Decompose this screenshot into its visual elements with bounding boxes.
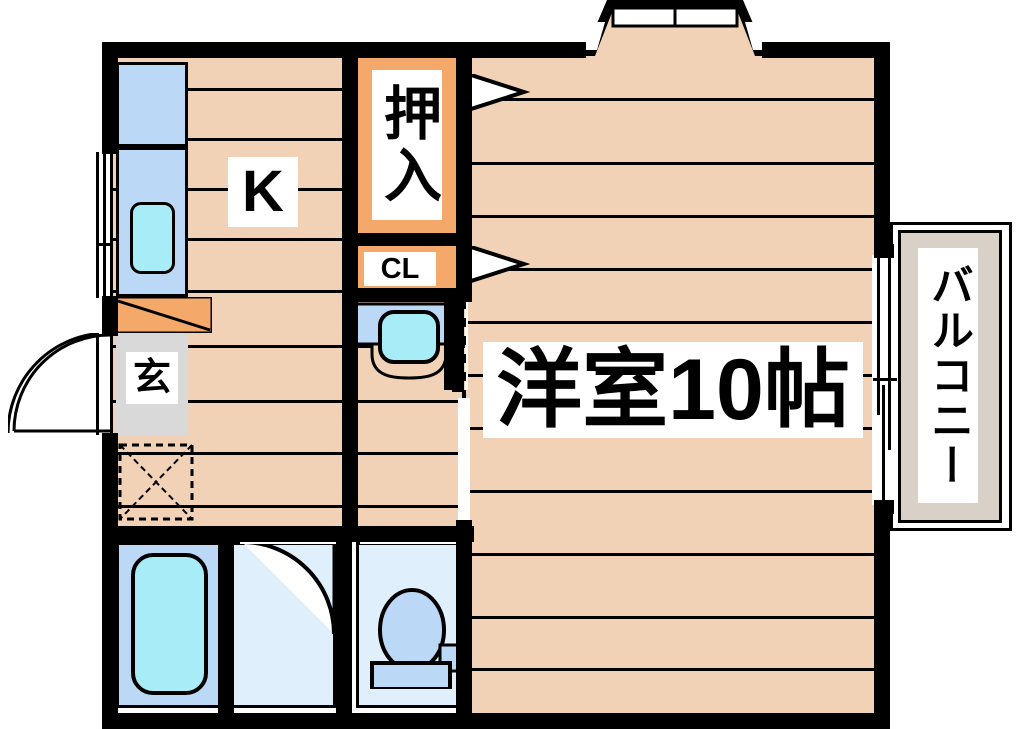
wall-top-right <box>762 42 890 58</box>
entrance-door-leaf <box>12 333 111 433</box>
floor-line <box>110 290 355 293</box>
floor-line <box>468 616 882 619</box>
shoe-cabinet <box>118 443 194 521</box>
balcony-label: バルコニー <box>918 248 978 503</box>
hall-floor <box>355 390 470 530</box>
closet-cl-label-text: CL <box>380 252 420 285</box>
kitchen-label: K <box>228 157 298 227</box>
hall-door-opening <box>458 398 470 530</box>
wall-bath-washroom <box>218 526 234 729</box>
wall-toilet-left <box>342 300 358 390</box>
closet-cl-label: CL <box>364 252 436 286</box>
balcony-door-panel-line-1 <box>877 255 880 415</box>
kitchen-sink <box>130 202 175 274</box>
kitchen-window-center-tick <box>97 243 113 246</box>
main-room-label-text: 洋室10帖 <box>496 342 850 438</box>
wall-hall-bath <box>102 526 474 542</box>
floor-line <box>468 553 882 556</box>
entrance-label-text: 玄 <box>132 357 171 399</box>
wall-vanity-right <box>456 526 472 729</box>
wall-balcony-stub-bottom <box>874 500 894 514</box>
kitchen-counter-upper <box>116 62 188 147</box>
wall-closet-toilet <box>342 288 472 302</box>
washroom-door[interactable] <box>240 540 336 634</box>
wall-closet-mainroom <box>456 42 472 292</box>
floor-line <box>468 162 882 165</box>
agarikamachi-step <box>116 297 212 333</box>
wall-left-c <box>102 433 118 729</box>
entrance-label: 玄 <box>126 352 178 404</box>
floor-line <box>110 138 355 141</box>
floor-line <box>355 452 470 455</box>
wall-washroom-vanity <box>336 526 352 729</box>
wall-stub-toilet-right <box>444 292 458 390</box>
wall-right-a <box>874 42 890 258</box>
bathtub <box>131 553 208 695</box>
closet-divider-wall <box>356 233 460 246</box>
sliding-door-marker-mid <box>468 246 530 284</box>
floor-line <box>110 452 355 455</box>
floor-line <box>110 345 355 348</box>
balcony-door-panel-line-3 <box>882 385 885 505</box>
floor-line <box>468 668 882 671</box>
floor-line <box>355 400 470 403</box>
kitchen-window-mullion <box>103 152 106 298</box>
floor-line <box>110 505 355 508</box>
closet-oshiire-label: 押入 <box>372 70 442 220</box>
floor-line <box>110 88 355 91</box>
wall-left-b <box>102 296 118 336</box>
wall-balcony-stub-top <box>874 244 894 258</box>
sliding-door-marker-top <box>468 74 530 112</box>
floor-line <box>468 321 882 324</box>
wall-kitchen-closet <box>342 42 358 292</box>
balcony-door-panel-line-2 <box>888 255 891 450</box>
kitchen-label-text: K <box>242 159 284 224</box>
entrance-door-opening <box>96 333 113 435</box>
bay-window <box>579 0 771 56</box>
wall-hall-left-lower <box>342 390 358 530</box>
floor-line <box>468 268 882 271</box>
wall-bottom <box>102 713 890 729</box>
floor-line <box>355 505 470 508</box>
floor-line <box>110 238 355 241</box>
floor-line <box>468 215 882 218</box>
floor-line <box>468 98 882 101</box>
main-room-label: 洋室10帖 <box>483 342 863 438</box>
wall-left-a <box>102 42 118 154</box>
entrance-door-jamb-left <box>96 333 99 435</box>
floor-line <box>468 490 882 493</box>
wall-right-b <box>874 500 890 729</box>
closet-oshiire-label-text: 押入 <box>375 83 440 207</box>
balcony-door-center-tick <box>873 378 897 381</box>
floor-line <box>110 400 355 403</box>
balcony-label-text: バルコニー <box>924 263 973 488</box>
washstand <box>370 588 460 689</box>
entrance-door-jamb-right <box>110 333 113 435</box>
